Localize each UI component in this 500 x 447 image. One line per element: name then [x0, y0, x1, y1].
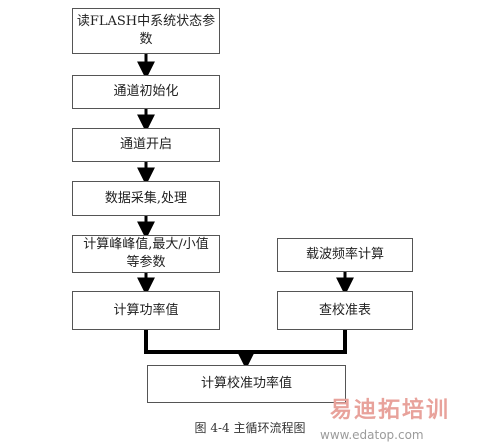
node-calc-peak: 计算峰峰值,最大/小值等参数 [72, 235, 220, 273]
node-data-acquire: 数据采集,处理 [72, 181, 220, 216]
node-calc-peak-label: 计算峰峰值,最大/小值等参数 [83, 237, 209, 270]
node-calc-power-label: 计算功率值 [113, 302, 179, 318]
node-data-acquire-label: 数据采集,处理 [104, 190, 188, 206]
node-calc-power: 计算功率值 [72, 291, 220, 330]
node-channel-init: 通道初始化 [72, 75, 220, 109]
node-channel-open: 通道开启 [72, 128, 220, 162]
node-calc-calibrated-label: 计算校准功率值 [200, 376, 292, 391]
node-calc-calibrated: 计算校准功率值 [147, 365, 346, 403]
node-freq-calc-label: 载波频率计算 [305, 247, 384, 262]
node-channel-init-label: 通道初始化 [113, 84, 179, 99]
node-lookup-table-label: 查校准表 [318, 302, 371, 318]
node-read-flash: 读FLASH中系统状态参数 [72, 8, 220, 54]
watermark-url: www.edatop.com [320, 428, 424, 442]
node-channel-open-label: 通道开启 [119, 137, 172, 152]
node-read-flash-label: 读FLASH中系统状态参数 [76, 14, 216, 47]
node-freq-calc: 载波频率计算 [277, 238, 413, 272]
watermark-title: 易迪拓培训 [330, 398, 451, 423]
figure-caption: 图 4-4 主循环流程图 [194, 421, 306, 435]
node-lookup-table: 查校准表 [277, 291, 413, 330]
